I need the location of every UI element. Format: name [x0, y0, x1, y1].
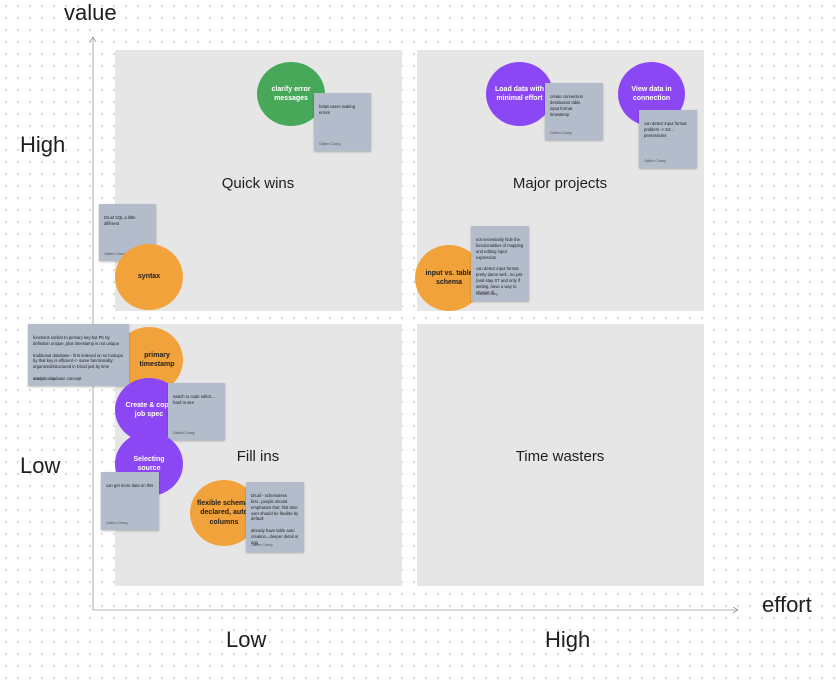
sticky-load-data[interactable]: Load data with minimal effort: [486, 62, 553, 126]
note-author: Gallien Chang: [33, 377, 55, 382]
note-author: Gallien Chang: [104, 252, 126, 257]
note-author: Gallien Chang: [319, 142, 341, 147]
y-axis-high-label: High: [20, 132, 66, 157]
note-text: helps users making errors: [319, 103, 356, 115]
note-author: Gallien Chang: [106, 521, 128, 526]
note-text: can detect input format problem -> S3...…: [644, 120, 687, 138]
y-axis-title: value: [64, 0, 117, 25]
note-create-connection[interactable]: create connection destination table inpu…: [545, 83, 603, 140]
quadrant-time-wasters[interactable]: [417, 324, 704, 586]
note-text: functions similar to primary key but PK …: [33, 334, 123, 381]
note-text: can get more data on this: [106, 482, 154, 488]
note-get-more-data[interactable]: can get more data on this Gallien Chang: [101, 472, 159, 530]
note-switch-to-code[interactable]: switch to code editor.... hard to see Ga…: [168, 383, 225, 440]
note-helps-users[interactable]: helps users making errors Gallien Chang: [314, 93, 371, 151]
note-text: create connection destination table inpu…: [550, 93, 584, 117]
note-author: Gallien Chang: [251, 543, 273, 548]
sticky-clarify-error-messages[interactable]: clarify error messages: [257, 62, 325, 126]
note-author: Gallien Chang: [644, 159, 666, 164]
x-axis-low-label: Low: [226, 627, 267, 652]
note-text: not necessarily hide the functionalities…: [476, 236, 524, 295]
note-text: switch to code editor.... hard to see: [173, 393, 216, 405]
x-axis-title: effort: [762, 592, 812, 617]
note-author: Gallien Chang: [173, 431, 195, 436]
note-text: Druid SQL a little different: [104, 214, 136, 226]
note-detect-input-format[interactable]: can detect input format problem -> S3...…: [639, 110, 697, 168]
note-not-necessarily[interactable]: not necessarily hide the functionalities…: [471, 226, 529, 301]
quadrant-title-quick-wins: Quick wins: [221, 175, 295, 192]
y-axis-low-label: Low: [20, 453, 61, 478]
note-author: Gallien Chang: [550, 131, 572, 136]
quadrant-title-time-wasters: Time wasters: [515, 448, 605, 465]
x-axis-high-label: High: [545, 627, 591, 652]
note-druid-schemaless[interactable]: Druid - schemaless first...people should…: [246, 482, 304, 552]
sticky-syntax[interactable]: syntax: [115, 244, 183, 310]
note-text: Druid - schemaless first...people should…: [251, 492, 299, 545]
quadrant-title-major-projects: Major projects: [512, 175, 608, 192]
note-functions-similar[interactable]: functions similar to primary key but PK …: [28, 324, 129, 386]
quadrant-title-fill-ins: Fill ins: [236, 448, 280, 465]
note-author: Gallien Chang: [476, 292, 498, 297]
